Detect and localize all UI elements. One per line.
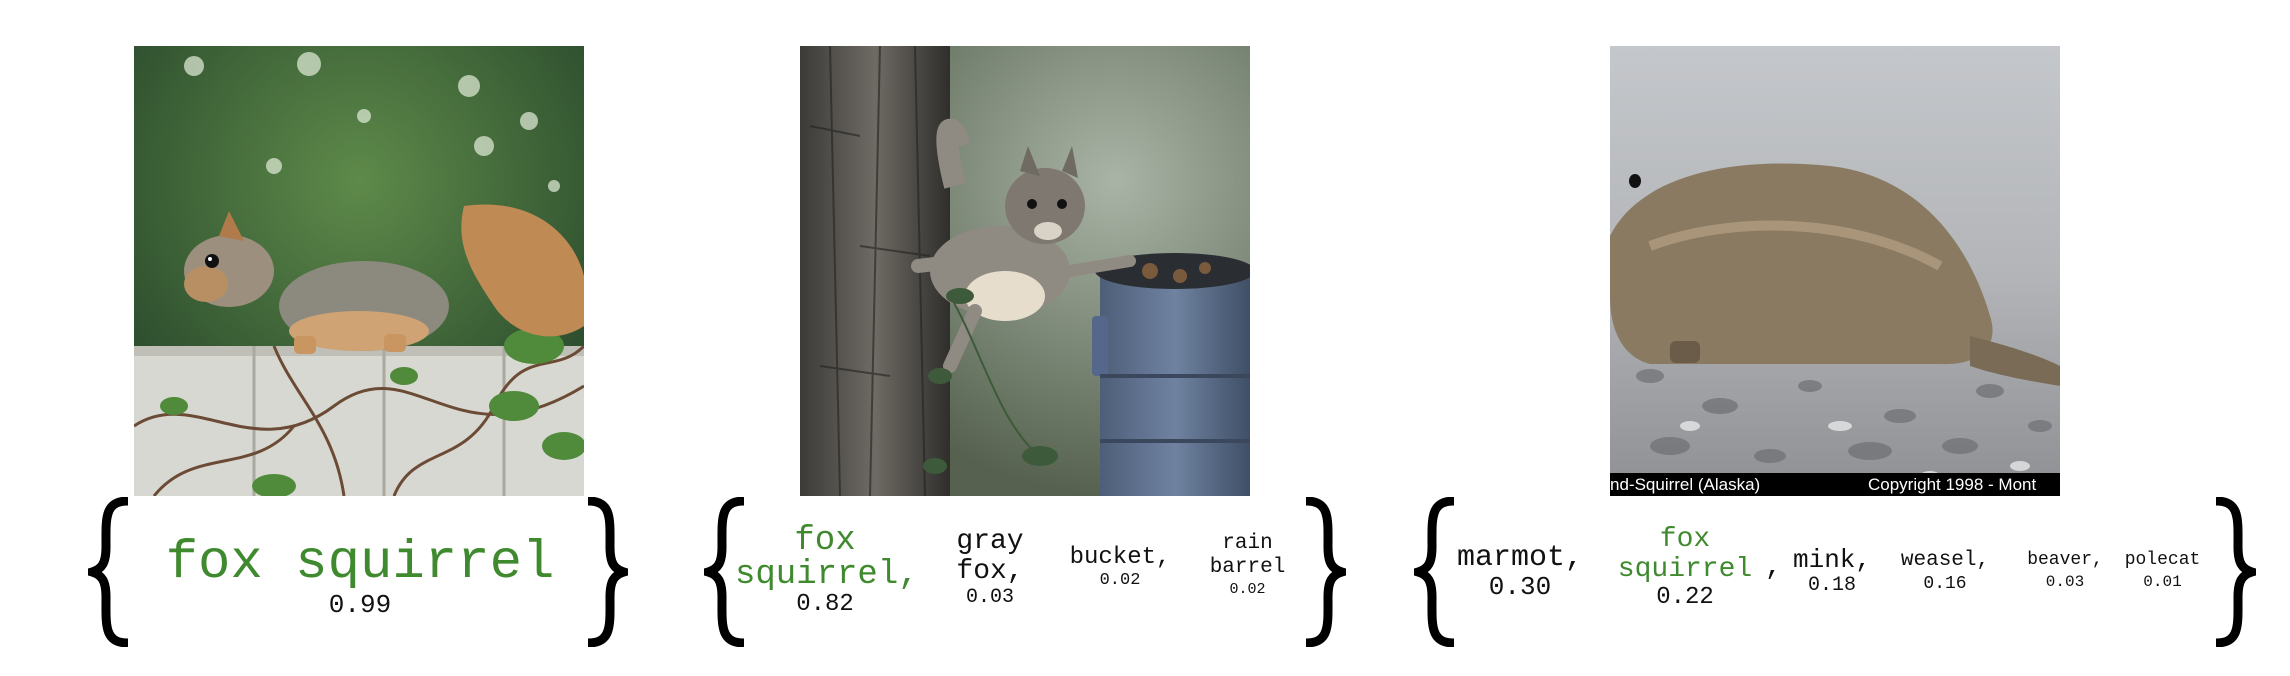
- prediction-label: fox,: [956, 556, 1024, 587]
- prediction-label: beaver,: [2027, 550, 2103, 570]
- prediction-label: fox squirrel: [165, 533, 555, 594]
- prediction-probability: 0.03: [965, 586, 1014, 609]
- prediction-item: fox squirrel 0.99: [150, 533, 570, 620]
- prediction-label: barrel: [1209, 556, 1286, 579]
- prediction-item: fox squirrel, 0.82: [735, 522, 919, 618]
- prediction-probability: 0.02: [1229, 581, 1266, 598]
- prediction-item: rain barrel 0.02: [1195, 532, 1300, 600]
- prediction-probability: 0.01: [2143, 573, 2182, 591]
- prediction-label: rain: [1222, 532, 1273, 555]
- prediction-item: beaver, 0.03: [2015, 549, 2115, 593]
- prediction-label: mink,: [1792, 545, 1871, 575]
- prediction-item: bucket, 0.02: [1050, 545, 1190, 591]
- caption-left: nd-Squirrel (Alaska): [1610, 475, 1761, 494]
- prediction-item: mink, 0.18: [1782, 546, 1882, 598]
- separator-comma: ,: [1765, 552, 1782, 583]
- prediction-probability: 0.02: [1099, 571, 1141, 590]
- prediction-label: fox: [794, 522, 856, 560]
- photo-credit-caption: nd-Squirrel (Alaska) Copyright 1998 - Mo…: [1610, 473, 2060, 496]
- prediction-probability: 0.30: [1488, 572, 1552, 602]
- squirrel-on-tree-trunk-photo: [800, 46, 1250, 496]
- prediction-label: marmot,: [1456, 541, 1584, 575]
- prediction-probability: 0.03: [2045, 573, 2085, 591]
- prediction-label: bucket,: [1069, 544, 1171, 571]
- left-brace-1: [88, 497, 134, 647]
- right-brace-1: [582, 497, 628, 647]
- prediction-item: gray fox, 0.03: [925, 527, 1055, 609]
- prediction-label: squirrel: [1617, 554, 1753, 585]
- ground-squirrel-on-gravel-photo: [1610, 46, 2060, 496]
- right-brace-2: [1300, 497, 1346, 647]
- prediction-item: marmot, 0.30: [1445, 542, 1595, 600]
- prediction-label: weasel,: [1900, 549, 1990, 572]
- prediction-probability: 0.22: [1656, 584, 1714, 611]
- prediction-item: polecat 0.01: [2115, 549, 2210, 593]
- left-brace-3: [1414, 497, 1460, 647]
- prediction-label: gray: [956, 526, 1024, 557]
- prediction-probability: 0.99: [328, 590, 392, 620]
- left-brace-2: [704, 497, 750, 647]
- caption-right: Copyright 1998 - Mont: [1868, 475, 2037, 494]
- right-brace-3: [2210, 497, 2256, 647]
- prediction-label: squirrel,: [735, 556, 919, 594]
- prediction-label: polecat: [2124, 550, 2201, 570]
- prediction-item: fox squirrel 0.22: [1605, 525, 1765, 611]
- prediction-label: fox: [1659, 524, 1711, 555]
- prediction-probability: 0.18: [1807, 574, 1856, 597]
- prediction-item: weasel, 0.16: [1885, 549, 2005, 595]
- prediction-probability: 0.16: [1923, 574, 1967, 594]
- fox-squirrel-on-fence-photo: [134, 46, 584, 496]
- prediction-probability: 0.82: [796, 591, 854, 618]
